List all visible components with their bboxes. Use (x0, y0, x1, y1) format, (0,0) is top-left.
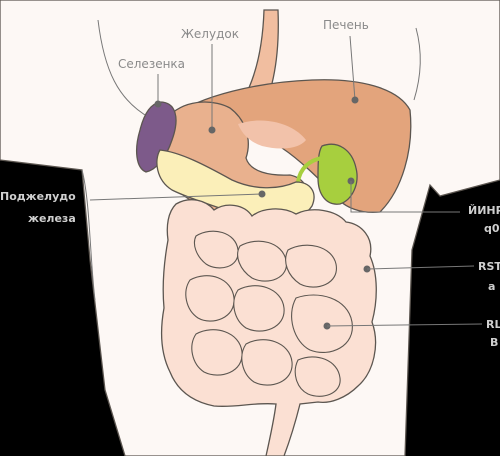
label-liver: Печень (323, 18, 369, 32)
pancreas-leader (89, 193, 263, 201)
spleen-marker (154, 100, 162, 108)
label-gallbladder-line1: ЙИНРЧ (468, 204, 500, 217)
label-small-intestine-line1: RL (486, 318, 500, 331)
small-intestine-leader (326, 323, 483, 327)
intestine-loop (193, 230, 239, 269)
label-gallbladder-line2: q0 (484, 222, 500, 235)
large-intestine-leader (366, 265, 475, 270)
intestine-loop (294, 356, 341, 397)
intestine-loop (185, 275, 235, 322)
liver-leader (349, 35, 356, 101)
pancreas (156, 149, 315, 224)
label-large-intestine-line2: a (488, 280, 495, 293)
small-intestine (185, 230, 353, 397)
shoulder-line-left (97, 19, 151, 119)
label-small-intestine-line2: B (490, 336, 498, 349)
label-spleen: Селезенка (118, 57, 185, 71)
label-pancreas-line2: железа (28, 212, 76, 225)
intestine-loop (191, 329, 243, 376)
stomach-inner (238, 120, 306, 149)
label-stomach: Желудок (181, 27, 239, 41)
intestine-loop (233, 285, 285, 332)
label-large-intestine-line1: RST (478, 260, 500, 273)
gallbladder-leader (350, 181, 460, 213)
gallbladder (317, 143, 358, 205)
intestine-loop (237, 240, 287, 282)
intestine-loop (241, 339, 293, 386)
liver-marker (351, 96, 359, 104)
stomach-marker (208, 126, 216, 134)
torso-left-edge (81, 169, 96, 301)
intestine-loop (285, 244, 337, 288)
pancreas-marker (258, 190, 266, 198)
intestine-loop (291, 294, 353, 354)
spleen (135, 101, 177, 173)
label-pancreas-line1: Поджелудо (0, 190, 76, 203)
shoulder-line-right (413, 27, 421, 101)
